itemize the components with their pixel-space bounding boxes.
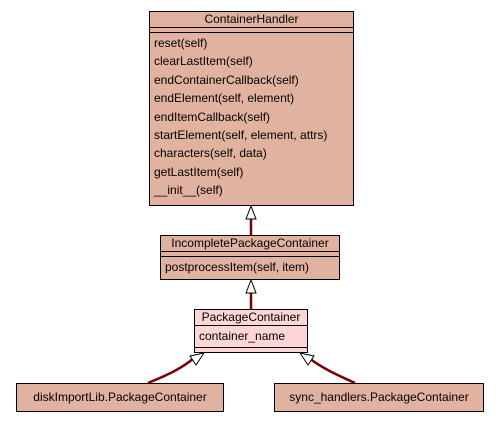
class-package-container[interactable]: PackageContainer container_name <box>194 309 308 353</box>
method: startElement(self, element, attrs) <box>154 128 328 143</box>
arrowhead-packagecontainer-left <box>189 352 206 366</box>
arrowhead-packagecontainer-right <box>298 352 315 366</box>
class-name: IncompletePackageContainer <box>161 236 339 252</box>
class-container-handler[interactable]: ContainerHandler reset(self) clearLastIt… <box>149 11 354 206</box>
class-diskimportlib-packagecontainer[interactable]: diskImportLib.PackageContainer <box>16 383 224 412</box>
method: characters(self, data) <box>154 146 267 161</box>
edge-sync-to-packagecontainer <box>308 357 356 385</box>
method: __init__(self) <box>154 183 223 198</box>
method: clearLastItem(self) <box>154 54 253 69</box>
attributes-section: container_name <box>195 326 307 348</box>
methods-section: postprocessItem(self, item) <box>161 257 339 277</box>
arrowhead-containerhandler <box>245 204 257 220</box>
arrowhead-incomplete <box>245 278 257 294</box>
attribute: container_name <box>199 329 286 343</box>
method: endContainerCallback(self) <box>154 72 299 87</box>
method: endElement(self, element) <box>154 91 295 106</box>
class-name: diskImportLib.PackageContainer <box>33 390 207 404</box>
class-name: ContainerHandler <box>150 12 353 28</box>
method: endItemCallback(self) <box>154 109 271 124</box>
class-incomplete-package-container[interactable]: IncompletePackageContainer postprocessIt… <box>160 235 340 280</box>
method: postprocessItem(self, item) <box>165 260 310 274</box>
method: getLastItem(self) <box>154 164 244 179</box>
attributes-section <box>161 252 339 257</box>
methods-section: reset(self) clearLastItem(self) endConta… <box>150 33 353 200</box>
attributes-section <box>150 28 353 33</box>
class-sync-handlers-packagecontainer[interactable]: sync_handlers.PackageContainer <box>274 383 484 412</box>
method: reset(self) <box>154 36 208 50</box>
class-name: sync_handlers.PackageContainer <box>289 390 469 404</box>
edge-disk-to-packagecontainer <box>147 357 195 385</box>
methods-section <box>195 348 307 352</box>
class-name: PackageContainer <box>195 310 307 326</box>
